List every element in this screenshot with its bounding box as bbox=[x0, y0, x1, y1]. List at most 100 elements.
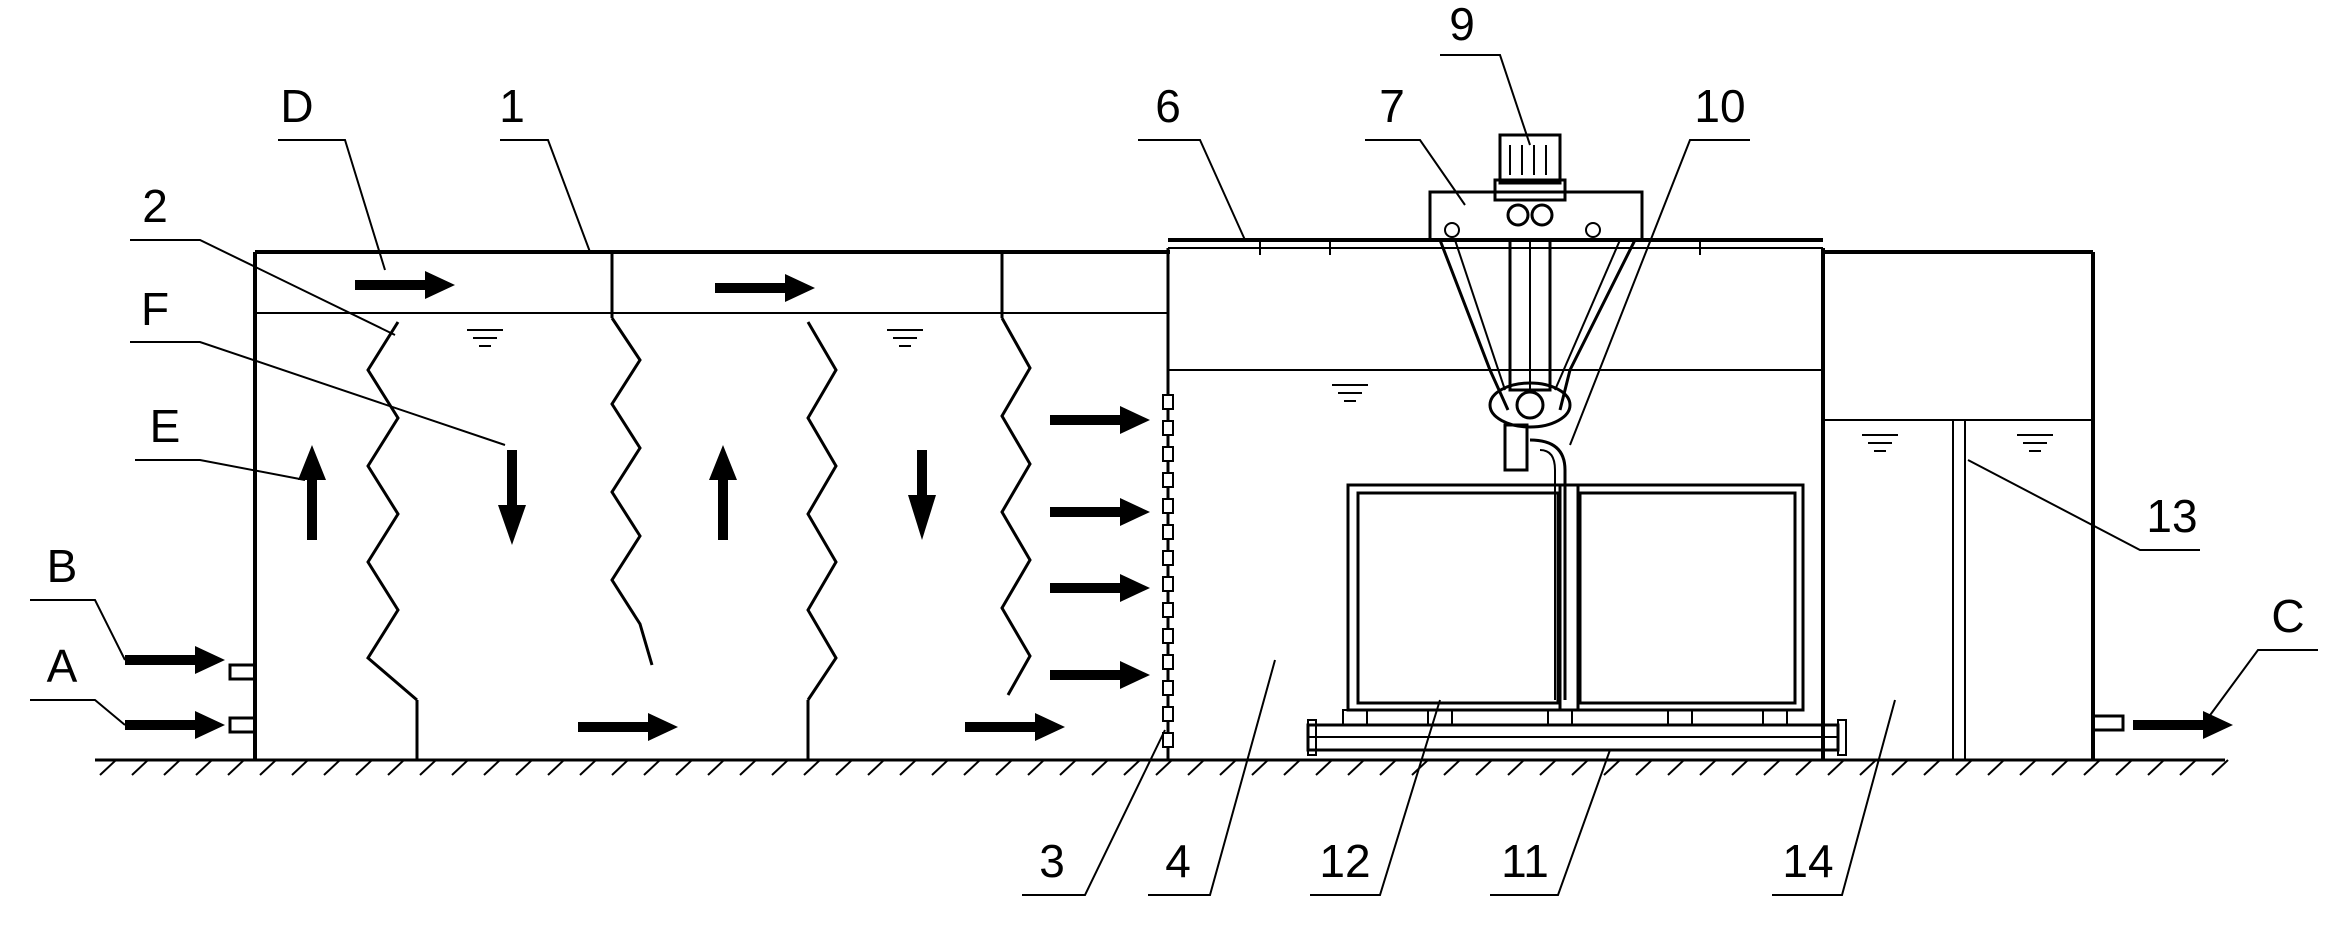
ground-hatch-mark bbox=[1571, 759, 1589, 776]
ground-hatch-mark bbox=[2083, 759, 2101, 776]
ground-hatch-mark bbox=[1923, 759, 1941, 776]
ground-hatch-mark bbox=[259, 759, 277, 776]
ground-hatch-mark bbox=[995, 759, 1013, 776]
label-C: C bbox=[2271, 590, 2304, 642]
wall-perforation bbox=[1162, 524, 1174, 540]
ground-hatch-mark bbox=[1763, 759, 1781, 776]
wall-perforation bbox=[1162, 628, 1174, 644]
ground-hatch-mark bbox=[1475, 759, 1493, 776]
flow-arrow-up-2 bbox=[709, 445, 737, 540]
ground-hatch-mark bbox=[291, 759, 309, 776]
ground-hatch-mark bbox=[547, 759, 565, 776]
ground-hatch-mark bbox=[1443, 759, 1461, 776]
ground-hatch-mark bbox=[1283, 759, 1301, 776]
motor-assembly bbox=[1428, 133, 1644, 700]
label-14: 14 bbox=[1782, 835, 1833, 887]
ground-hatch-mark bbox=[515, 759, 533, 776]
label-7: 7 bbox=[1379, 80, 1405, 132]
flow-arrow-down-1 bbox=[498, 450, 526, 545]
ground-hatch-mark bbox=[771, 759, 789, 776]
flow-arrow-bottom-1 bbox=[578, 713, 678, 741]
ground-hatch-mark bbox=[867, 759, 885, 776]
ground-hatch-mark bbox=[387, 759, 405, 776]
wall-perforation bbox=[1162, 654, 1174, 670]
leader-lines bbox=[30, 54, 2318, 896]
cage-foot bbox=[1427, 709, 1453, 726]
label-2: 2 bbox=[142, 180, 168, 232]
inlet-arrow-B bbox=[125, 646, 225, 674]
ground-hatch-mark bbox=[451, 759, 469, 776]
ground-hatch-mark bbox=[1987, 759, 2005, 776]
ground-hatch-mark bbox=[323, 759, 341, 776]
base-frame bbox=[1306, 709, 1847, 756]
ground-hatch-mark bbox=[2115, 759, 2133, 776]
wall-perforation bbox=[1162, 394, 1174, 410]
ground-hatch-mark bbox=[131, 759, 149, 776]
filter-cages bbox=[1346, 483, 1805, 712]
ground-hatch-mark bbox=[355, 759, 373, 776]
ground-hatch-mark bbox=[611, 759, 629, 776]
ground-hatch-mark bbox=[2211, 759, 2229, 776]
wall-perforation bbox=[1162, 732, 1174, 748]
ground-hatch-mark bbox=[1315, 759, 1333, 776]
ground-hatch-mark bbox=[803, 759, 821, 776]
wall-perforation bbox=[1162, 498, 1174, 514]
ground-hatch-mark bbox=[99, 759, 117, 776]
ground-hatch-mark bbox=[1507, 759, 1525, 776]
flow-arrow-wall-4 bbox=[1050, 661, 1150, 689]
ground-hatch-mark bbox=[1667, 759, 1685, 776]
ground-hatch-mark bbox=[1635, 759, 1653, 776]
ground-hatch-mark bbox=[419, 759, 437, 776]
flow-arrow-wall-2 bbox=[1050, 498, 1150, 526]
ground-hatch-mark bbox=[1155, 759, 1173, 776]
ground-hatch-mark bbox=[1891, 759, 1909, 776]
perforated-wall bbox=[1162, 385, 1174, 760]
ground-hatch-mark bbox=[163, 759, 181, 776]
flow-arrow-up-1 bbox=[298, 445, 326, 540]
ground-hatch-mark bbox=[739, 759, 757, 776]
ground-hatch-mark bbox=[1731, 759, 1749, 776]
ground-hatch-mark bbox=[899, 759, 917, 776]
ground-hatch-mark bbox=[1251, 759, 1269, 776]
callout-labels: D 1 2 F E B A 6 7 9 10 13 C 3 4 12 11 14 bbox=[47, 0, 2305, 887]
label-3: 3 bbox=[1039, 835, 1065, 887]
cage-foot bbox=[1667, 709, 1693, 726]
ground-hatch-mark bbox=[963, 759, 981, 776]
water-level-symbols bbox=[467, 329, 2053, 452]
label-B: B bbox=[47, 540, 78, 592]
wall-perforation bbox=[1162, 602, 1174, 618]
wall-perforation bbox=[1162, 472, 1174, 488]
ground-hatch-mark bbox=[1379, 759, 1397, 776]
label-11: 11 bbox=[1501, 835, 1549, 887]
wall-perforation bbox=[1162, 550, 1174, 566]
ground-hatch-mark bbox=[931, 759, 949, 776]
ground-hatch-mark bbox=[579, 759, 597, 776]
ground-hatch-mark bbox=[2147, 759, 2165, 776]
wall-perforation bbox=[1162, 420, 1174, 436]
outlet-arrow-C bbox=[2133, 711, 2233, 739]
label-6: 6 bbox=[1155, 80, 1181, 132]
ground-hatch-mark bbox=[1539, 759, 1557, 776]
wall-perforation bbox=[1162, 576, 1174, 592]
label-1: 1 bbox=[499, 80, 525, 132]
flow-arrow-wall-3 bbox=[1050, 574, 1150, 602]
cage-foot bbox=[1547, 709, 1573, 726]
ground-hatch-mark bbox=[1859, 759, 1877, 776]
reactor-tank bbox=[1166, 238, 1825, 760]
inlet-arrow-A bbox=[125, 711, 225, 739]
label-9: 9 bbox=[1449, 0, 1475, 50]
ground-hatch-mark bbox=[707, 759, 725, 776]
ground-hatch-mark bbox=[195, 759, 213, 776]
label-D: D bbox=[280, 80, 313, 132]
ground-hatch-mark bbox=[1059, 759, 1077, 776]
flow-arrow-top-2 bbox=[715, 274, 815, 302]
ground-hatch-mark bbox=[1091, 759, 1109, 776]
flow-arrows bbox=[125, 271, 2233, 741]
ground-hatch-mark bbox=[1187, 759, 1205, 776]
ground-hatch-mark bbox=[643, 759, 661, 776]
ground-hatch-mark bbox=[835, 759, 853, 776]
cage-foot bbox=[1762, 709, 1788, 726]
ground-hatch-mark bbox=[2179, 759, 2197, 776]
ground-hatch-mark bbox=[1347, 759, 1365, 776]
